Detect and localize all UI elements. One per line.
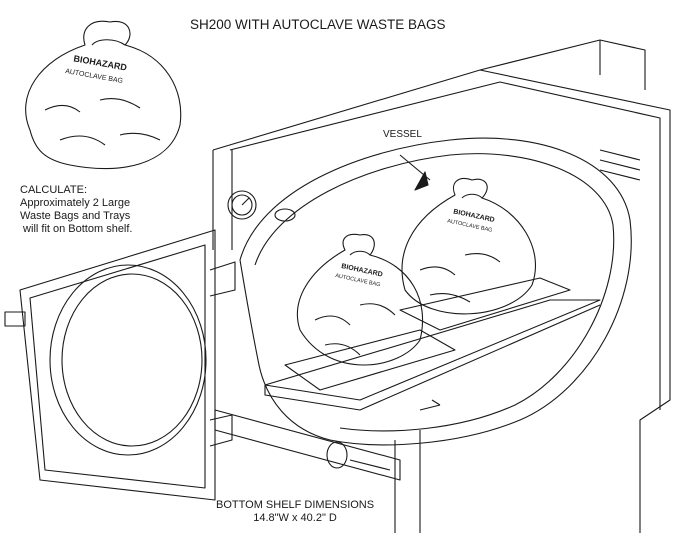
autoclave-door [4,229,236,501]
bottom-shelf [264,277,601,411]
waste-bag-sample: BIOHAZARD AUTOCLAVE BAG [25,20,182,170]
autoclave-cabinet [212,39,671,533]
bag-print-line2: AUTOCLAVE BAG [65,68,124,85]
shelf-heading: BOTTOM SHELF DIMENSIONS [216,499,375,511]
waste-bag-back: BIOHAZARD AUTOCLAVE BAG [401,177,536,315]
calculate-line: will fit on Bottom shelf. [20,223,133,235]
calculate-line: Approximately 2 Large [20,197,131,209]
diagram-title: SH200 WITH AUTOCLAVE WASTE BAGS [190,17,446,32]
shelf-dimensions: 14.8"W x 40.2" D [253,512,337,524]
vessel-chamber [239,137,632,446]
bottom-shelf-dimensions: BOTTOM SHELF DIMENSIONS 14.8"W x 40.2" D [216,499,374,525]
calculate-heading: CALCULATE: [20,184,88,196]
calculate-note: CALCULATE: Approximately 2 Large Waste B… [20,184,133,236]
calculate-line: Waste Bags and Trays [20,210,131,222]
vessel-label: VESSEL [383,129,422,140]
front-rail [214,409,401,481]
